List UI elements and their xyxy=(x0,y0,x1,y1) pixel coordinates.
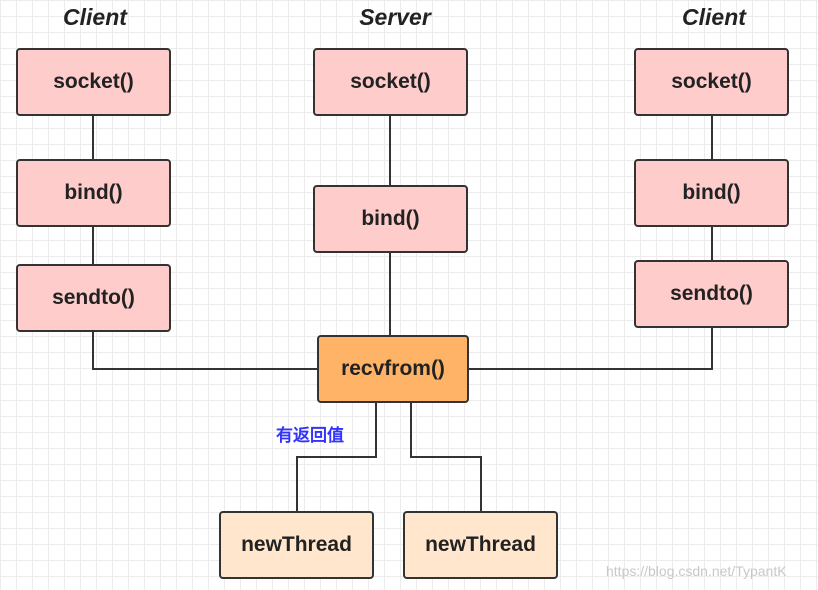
right-client-title: Client xyxy=(682,4,746,30)
left-client-sendto-box: sendto() xyxy=(16,264,171,332)
watermark: https://blog.csdn.net/TypantK xyxy=(606,563,787,579)
right-client-socket-box: socket() xyxy=(634,48,789,116)
connector-right-sendto-recvfrom xyxy=(469,328,713,370)
server-socket-box: socket() xyxy=(313,48,468,116)
new-thread-right-box: newThread xyxy=(403,511,558,579)
server-title: Server xyxy=(359,4,431,30)
server-bind-box: bind() xyxy=(313,185,468,253)
connector-left-sendto-recvfrom xyxy=(92,332,317,370)
connector-recvfrom-thread-left xyxy=(296,403,377,511)
right-client-sendto-box: sendto() xyxy=(634,260,789,328)
return-value-note: 有返回值 xyxy=(276,426,344,446)
right-client-bind-box: bind() xyxy=(634,159,789,227)
connector-recvfrom-thread-right xyxy=(410,403,482,511)
left-client-socket-box: socket() xyxy=(16,48,171,116)
new-thread-left-box: newThread xyxy=(219,511,374,579)
left-client-title: Client xyxy=(63,4,127,30)
left-client-bind-box: bind() xyxy=(16,159,171,227)
server-recvfrom-box: recvfrom() xyxy=(317,335,469,403)
